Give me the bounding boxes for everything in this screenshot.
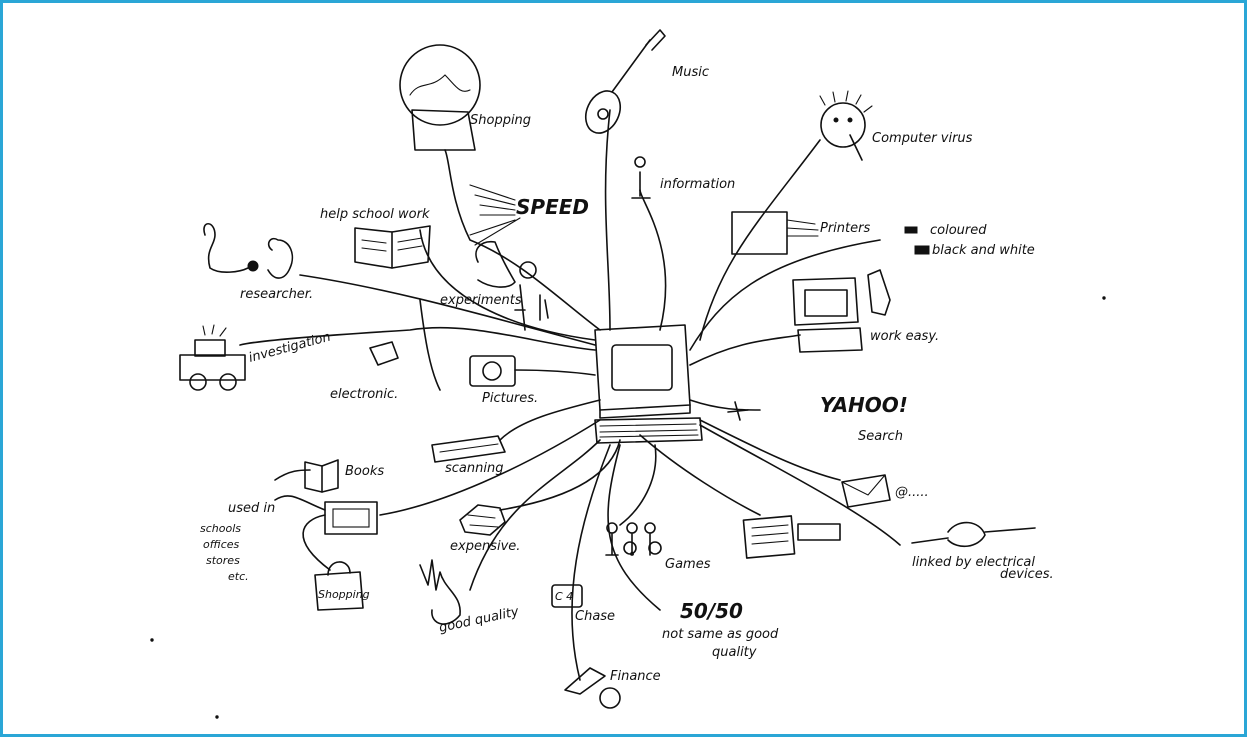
printers-label: Printers [820,221,870,236]
guitar-icon [579,30,665,139]
investigation-label: investigation [247,330,332,366]
ticket-icon [798,524,840,540]
money-icon [565,668,605,694]
stores-label: stores [206,554,240,567]
email-label: @..... [895,485,929,500]
speed-lines-icon [470,185,520,245]
printers-node: Printers coloured black and white [732,212,1035,258]
shopping-node: Shopping [400,45,531,150]
black-and-white-label: black and white [932,243,1035,258]
finance-label: Finance [610,669,661,684]
pictures-node: Pictures. [470,356,538,406]
plug-icon [370,342,398,365]
hand-thumbs-icon [420,560,460,624]
cable-icon [912,528,1035,543]
money-pile-icon [460,505,505,535]
help-school-work-label: help school work [320,207,430,222]
schools-label: schools [200,522,241,535]
scanner-icon [432,436,505,462]
experiments-label: experiments [440,293,522,308]
email-node: @..... [842,475,929,507]
fifty-fifty-label: 50/50 [680,599,743,623]
search-label: Search [858,429,903,444]
music-node: Music [579,30,709,139]
chase-node: C 4 Chase [552,585,615,624]
work-easy-node: work easy. [793,270,939,352]
music-label: Music [672,65,709,80]
scanning-node: scanning [432,436,505,476]
coin-icon [600,688,620,708]
computer-icon [793,278,858,325]
shopping-label: Shopping [470,113,531,128]
bottle-icon [868,270,890,315]
paper-specks [151,297,1105,718]
electronic-node: electronic. [330,342,398,402]
devices-label: devices. [1000,567,1054,582]
etc-label: etc. [228,570,249,583]
used-in-label: used in [228,501,275,516]
not-same-quality-label-1: not same as good [662,627,779,642]
document-node [743,516,840,558]
information-label: information [660,177,735,192]
chase-label: Chase [575,609,615,624]
used-in-node: Books used in schools offices stores etc… [200,460,384,610]
chase-card-text: C 4 [555,590,573,603]
expensive-label: expensive. [450,539,520,554]
good-quality-node: good quality [420,560,520,636]
offices-label: offices [203,538,240,551]
envelope-icon [842,475,890,507]
work-easy-label: work easy. [870,329,939,344]
linked-node: linked by electrical devices. [912,523,1054,582]
researcher-node: researcher. [204,224,313,302]
yahoo-label: YAHOO! [820,393,908,417]
games-label: Games [665,557,711,572]
pictures-label: Pictures. [482,391,538,406]
yahoo-node: YAHOO! Search [728,393,908,444]
electronic-label: electronic. [330,387,398,402]
document-icon [743,516,794,558]
information-node: information [632,157,735,198]
scanning-label: scanning [445,461,503,476]
expensive-node: expensive. [450,505,520,554]
speed-node: SPEED [470,185,589,245]
head-icon [268,239,292,278]
computer-virus-node: Computer virus [820,91,973,160]
fifty-fifty-node: 50/50 not same as good quality [662,599,779,660]
computer-virus-label: Computer virus [872,131,973,146]
games-node: Games [606,523,711,572]
shopping-bag-label: Shopping [318,588,370,601]
speed-label: SPEED [516,195,589,219]
camera-icon [470,356,515,386]
virus-face-icon [821,103,865,147]
coloured-label: coloured [930,223,987,238]
books-label: Books [345,464,384,479]
not-same-quality-label-2: quality [712,645,757,660]
help-school-work-node: help school work [320,207,430,268]
central-computer [595,325,702,443]
open-book-icon [355,226,430,268]
flask-icon [476,242,515,287]
police-car-icon [180,325,245,390]
good-quality-label: good quality [438,604,521,636]
investigation-node: investigation [180,325,332,390]
researcher-label: researcher. [240,287,313,302]
experiments-node: experiments [440,242,548,330]
person-icon [204,224,248,272]
